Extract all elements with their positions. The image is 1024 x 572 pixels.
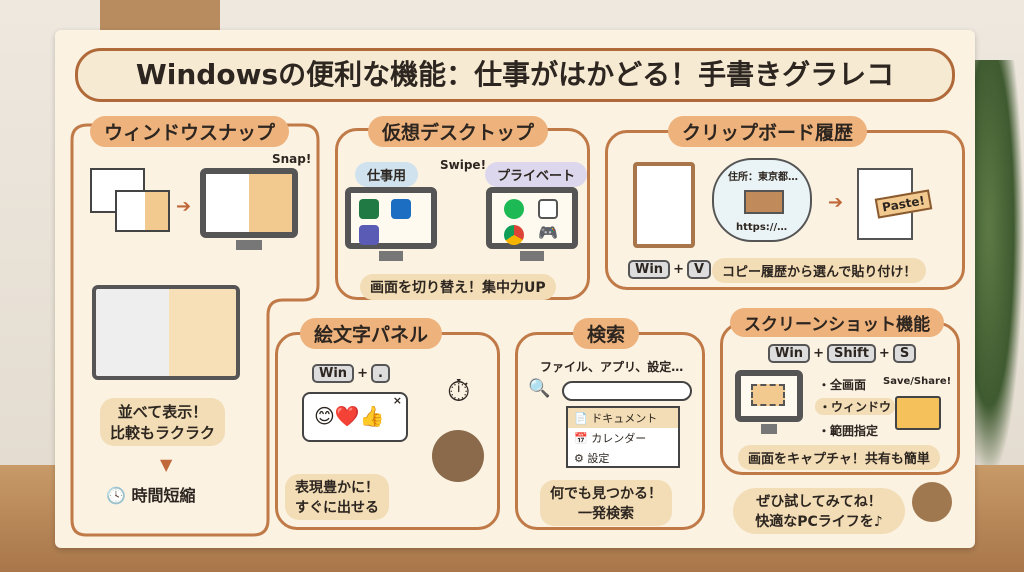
key-shift: Shift: [826, 344, 876, 363]
arrow-right-icon: ➔: [828, 192, 844, 213]
key-period: .: [370, 364, 390, 383]
coffee-image-icon: [744, 190, 784, 214]
work-monitor: [345, 187, 437, 261]
gamepad-icon: 🎮: [538, 223, 558, 242]
search-hint: ファイル、アプリ、設定…: [540, 360, 684, 374]
capture-monitor: [735, 370, 803, 434]
key-win: Win: [628, 260, 671, 279]
close-icon[interactable]: ×: [392, 394, 402, 407]
private-monitor: 🎮: [486, 187, 578, 261]
outlook-icon: [391, 199, 411, 219]
key-s: S: [892, 344, 917, 363]
clipboard-heading: クリップボード履歴: [668, 116, 868, 147]
private-label: プライベート: [485, 162, 588, 187]
woman-character: [432, 430, 484, 482]
option-region: ・範囲指定: [818, 424, 879, 438]
screenshot-heading: スクリーンショット機能: [730, 308, 945, 337]
search-caption: 何でも見つかる！ 一発検索: [540, 480, 672, 526]
clipboard-caption: コピー履歴から選んで貼り付け！: [712, 258, 927, 283]
poster-title: Windowsの便利な機能：仕事がはかどる！手書きグラレコ: [75, 48, 955, 102]
emoji-caption: 表現豊かに！ すぐに出せる: [285, 474, 389, 520]
result-document[interactable]: 📄 ドキュメント: [568, 408, 678, 428]
search-results: 📄 ドキュメント 📅 カレンダー ⚙ 設定: [566, 406, 680, 468]
clock-icon: 🕓: [106, 486, 126, 505]
plus: +: [878, 346, 890, 361]
clipboard-icon: [633, 162, 695, 248]
window-icon: [115, 190, 170, 232]
snap-label: Snap!: [272, 152, 312, 166]
key-win: Win: [768, 344, 811, 363]
search-input[interactable]: [562, 381, 692, 401]
result-settings[interactable]: ⚙ 設定: [574, 452, 610, 465]
footer-message: ぜひ試してみてね！ 快適なPCライフを♪: [733, 488, 905, 534]
wall-frame: [100, 0, 220, 30]
virtual-heading: 仮想デスクトップ: [368, 116, 549, 147]
clipboard-history-bubble: 住所：東京都… https://…: [712, 158, 812, 242]
emoji-heading: 絵文字パネル: [300, 318, 443, 349]
clip-item-url: https://…: [736, 222, 788, 233]
clip-item-address: 住所：東京都…: [728, 172, 798, 183]
emoji-list: 😊❤️👍: [314, 404, 385, 428]
snap-caption: 並べて表示！ 比較もラクラク: [100, 398, 226, 446]
swipe-label: Swipe!: [440, 158, 487, 172]
save-share-label: Save/Share!: [883, 376, 952, 387]
emoji-picker-popup: 😊❤️👍 ×: [302, 392, 408, 442]
plus: +: [357, 366, 368, 381]
plus: +: [813, 346, 824, 361]
key-win: Win: [312, 364, 355, 383]
screenshot-caption: 画面をキャプチャ！共有も簡単: [738, 445, 940, 470]
window-icon: [538, 199, 558, 219]
result-calendar[interactable]: 📅 カレンダー: [574, 432, 647, 445]
work-label: 仕事用: [355, 162, 419, 187]
excel-icon: [359, 199, 379, 219]
arrow-right-icon: ➔: [176, 196, 192, 217]
split-screen-monitor: [92, 285, 240, 380]
snap-result: 時間短縮: [131, 486, 196, 505]
magnifier-icon: 🔍: [528, 378, 551, 399]
teams-icon: [359, 225, 379, 245]
key-v: V: [686, 260, 712, 279]
selection-area: [751, 384, 785, 406]
option-fullscreen: ・全画面: [818, 378, 867, 392]
arrow-down-icon: ▼: [160, 455, 173, 474]
boy-character: [912, 482, 952, 522]
plus: +: [673, 262, 684, 277]
monitor-snap: [200, 168, 298, 250]
snap-heading: ウィンドウスナップ: [90, 116, 290, 147]
folder-icon: [895, 396, 941, 430]
spotify-icon: [504, 199, 524, 219]
chrome-icon: [504, 225, 524, 245]
snap-panel-outline: [70, 123, 320, 537]
option-window: ・ウィンドウ: [815, 398, 896, 415]
stopwatch-icon: ⏱: [447, 374, 471, 409]
search-heading: 検索: [573, 318, 640, 349]
virtual-caption: 画面を切り替え！集中力UP: [360, 274, 556, 300]
